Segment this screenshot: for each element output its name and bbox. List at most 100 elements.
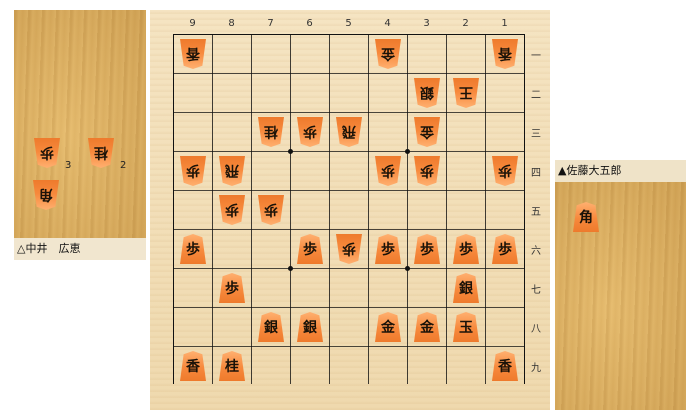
rank-label: 二 (531, 90, 541, 101)
piece-label: 歩 (381, 242, 395, 258)
shogi-board (150, 10, 550, 410)
board-piece[interactable]: 飛 (336, 117, 362, 147)
gote-hand-kei[interactable]: 桂 (88, 138, 114, 168)
piece-label: 歩 (225, 201, 239, 217)
board-piece[interactable]: 歩 (180, 156, 206, 186)
board-piece[interactable]: 金 (375, 39, 401, 69)
piece-label: 銀 (264, 320, 278, 336)
board-piece[interactable]: 歩 (297, 117, 323, 147)
board-piece[interactable]: 歩 (258, 195, 284, 225)
sente-piece-stand (555, 182, 686, 410)
star-point (405, 266, 410, 271)
board-piece[interactable]: 香 (492, 39, 518, 69)
piece-label: 桂 (264, 123, 278, 139)
piece-label: 飛 (342, 123, 356, 139)
rank-label: 三 (531, 129, 541, 140)
board-piece[interactable]: 歩 (492, 156, 518, 186)
board-piece[interactable]: 銀 (258, 312, 284, 342)
piece-label: 金 (420, 123, 434, 139)
piece-label: 飛 (225, 162, 239, 178)
gote-hand-fu[interactable]: 歩 (34, 138, 60, 168)
gote-hand-fu-count: 3 (65, 160, 72, 171)
piece-label: 桂 (94, 144, 108, 160)
star-point (288, 266, 293, 271)
board-piece[interactable]: 歩 (414, 234, 440, 264)
board-border (173, 34, 525, 384)
board-piece[interactable]: 歩 (336, 234, 362, 264)
piece-label: 歩 (40, 144, 54, 160)
sente-hand-kaku[interactable]: 角 (573, 202, 599, 232)
board-piece[interactable]: 歩 (453, 234, 479, 264)
piece-label: 香 (186, 359, 200, 375)
board-piece[interactable]: 歩 (219, 195, 245, 225)
board-piece[interactable]: 銀 (414, 78, 440, 108)
board-piece[interactable]: 歩 (375, 156, 401, 186)
piece-label: 金 (381, 45, 395, 61)
piece-label: 歩 (225, 281, 239, 297)
file-label: 6 (306, 18, 313, 29)
piece-label: 銀 (420, 84, 434, 100)
board-piece[interactable]: 桂 (258, 117, 284, 147)
rank-label: 七 (531, 285, 541, 296)
file-label: 3 (423, 18, 430, 29)
piece-label: 香 (498, 359, 512, 375)
piece-label: 角 (579, 210, 593, 226)
rank-label: 六 (531, 246, 541, 257)
piece-label: 銀 (303, 320, 317, 336)
file-label: 5 (345, 18, 352, 29)
rank-label: 八 (531, 324, 541, 335)
piece-label: 角 (39, 186, 53, 202)
piece-label: 桂 (225, 359, 239, 375)
piece-label: 歩 (420, 242, 434, 258)
board-piece[interactable]: 歩 (219, 273, 245, 303)
star-point (288, 149, 293, 154)
piece-label: 香 (186, 45, 200, 61)
piece-label: 歩 (303, 242, 317, 258)
board-piece[interactable]: 金 (375, 312, 401, 342)
piece-label: 玉 (459, 320, 473, 336)
board-piece[interactable]: 銀 (453, 273, 479, 303)
file-label: 2 (462, 18, 469, 29)
board-piece[interactable]: 飛 (219, 156, 245, 186)
piece-label: 歩 (498, 242, 512, 258)
board-piece[interactable]: 歩 (180, 234, 206, 264)
file-label: 1 (501, 18, 508, 29)
piece-label: 歩 (264, 201, 278, 217)
piece-label: 歩 (303, 123, 317, 139)
file-label: 4 (384, 18, 391, 29)
gote-piece-stand (14, 10, 146, 238)
piece-label: 金 (420, 320, 434, 336)
board-piece[interactable]: 歩 (414, 156, 440, 186)
file-label: 8 (228, 18, 235, 29)
gote-hand-kaku[interactable]: 角 (33, 180, 59, 210)
rank-label: 四 (531, 168, 541, 179)
board-piece[interactable]: 金 (414, 312, 440, 342)
piece-label: 銀 (459, 281, 473, 297)
piece-label: 歩 (381, 162, 395, 178)
rank-label: 一 (531, 51, 541, 62)
star-point (405, 149, 410, 154)
piece-label: 歩 (186, 242, 200, 258)
board-piece[interactable]: 王 (453, 78, 479, 108)
board-piece[interactable]: 歩 (492, 234, 518, 264)
gote-player-name: △中井 広恵 (14, 238, 146, 260)
board-piece[interactable]: 金 (414, 117, 440, 147)
gote-hand-kei-count: 2 (120, 160, 127, 171)
piece-label: 王 (459, 84, 473, 100)
rank-label: 五 (531, 207, 541, 218)
board-piece[interactable]: 香 (492, 351, 518, 381)
board-piece[interactable]: 香 (180, 351, 206, 381)
board-piece[interactable]: 歩 (375, 234, 401, 264)
board-piece[interactable]: 玉 (453, 312, 479, 342)
piece-label: 歩 (342, 240, 356, 256)
piece-label: 歩 (498, 162, 512, 178)
file-label: 9 (189, 18, 196, 29)
board-piece[interactable]: 歩 (297, 234, 323, 264)
board-piece[interactable]: 香 (180, 39, 206, 69)
board-grid (173, 34, 525, 384)
piece-label: 金 (381, 320, 395, 336)
piece-label: 香 (498, 45, 512, 61)
board-piece[interactable]: 桂 (219, 351, 245, 381)
board-piece[interactable]: 銀 (297, 312, 323, 342)
rank-label: 九 (531, 363, 541, 374)
